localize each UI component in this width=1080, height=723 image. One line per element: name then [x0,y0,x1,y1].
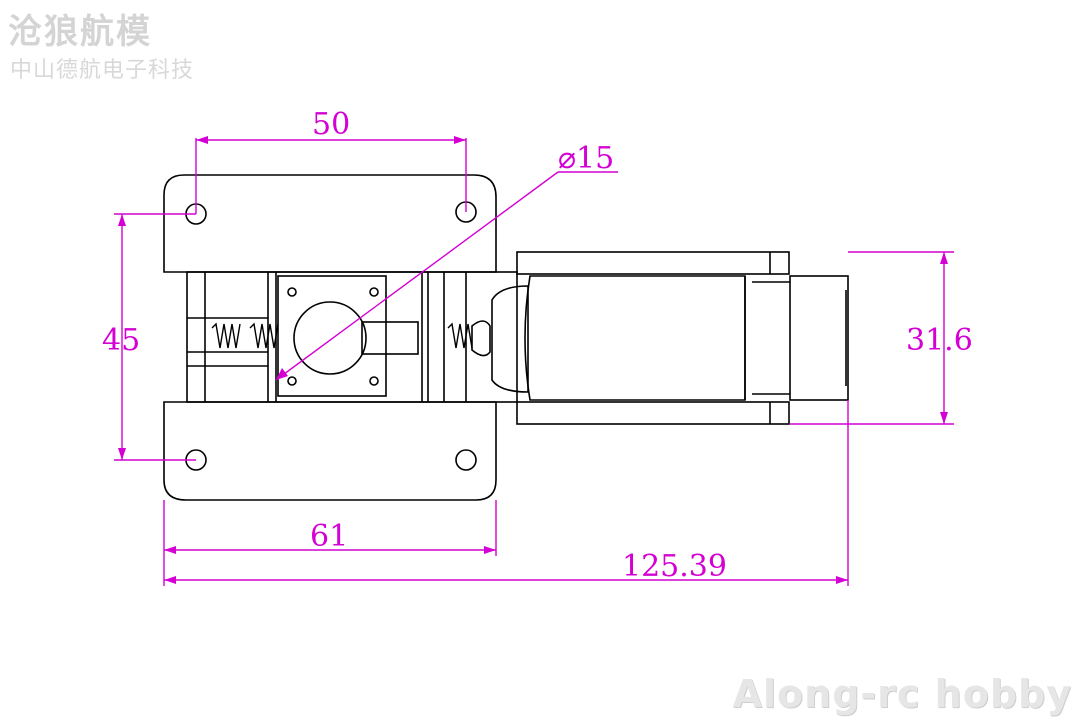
top-mount-plate [163,174,497,273]
gear-coupling [491,285,529,393]
dim-label-61: 61 [310,519,348,554]
dim-label-45: 45 [102,323,140,358]
dim-label-125-39: 125.39 [622,549,727,584]
dim-leader-diameter [275,171,559,381]
spring-right [447,322,473,349]
motor-rail-top [516,251,790,275]
spring-left [211,322,279,349]
mount-hole-bottom-right [455,449,477,471]
watermark-subtitle: 中山德航电子科技 [10,58,195,83]
dimension-arrows [118,136,948,584]
mechanism-outline [163,174,849,501]
dimension-lines [114,138,954,586]
axle-bore [293,301,367,375]
motor-end-cap [789,275,849,401]
motor-body [524,275,746,401]
center-frame [186,271,518,403]
dim-label-31-6: 31.6 [906,323,973,358]
bottom-mount-plate [163,401,497,501]
dim-label-diameter: ⌀15 [558,141,614,176]
watermark-title: 沧狼航模 [8,12,152,52]
bearing-block [277,275,387,397]
motor-rail-bottom [516,401,790,425]
screw-tip [471,320,491,357]
watermark-brand: Along-rc hobby [732,672,1072,716]
dim-label-50: 50 [312,107,350,142]
